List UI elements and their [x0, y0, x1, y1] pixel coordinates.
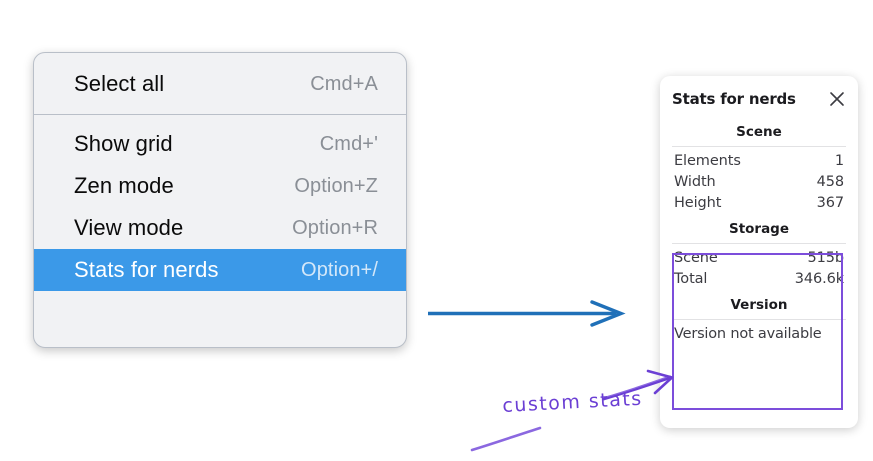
- version-value: Version not available: [674, 326, 822, 342]
- menu-item-label: Zen mode: [74, 173, 174, 198]
- menu-item-show-grid[interactable]: Show grid Cmd+': [34, 123, 406, 165]
- context-menu[interactable]: Select all Cmd+A Show grid Cmd+' Zen mod…: [33, 52, 407, 348]
- section-title-scene: Scene: [736, 124, 782, 140]
- stat-key: Elements: [674, 152, 741, 169]
- stat-value: 458: [816, 173, 844, 190]
- purple-underline-stroke: [470, 426, 542, 452]
- stat-value: 515b: [807, 249, 845, 266]
- menu-group-2: Show grid Cmd+' Zen mode Option+Z View m…: [34, 115, 406, 299]
- annotation-label-custom-stats: custom stats: [501, 387, 644, 417]
- stat-key: Scene: [674, 249, 718, 266]
- menu-item-label: Select all: [74, 71, 165, 96]
- menu-item-zen-mode[interactable]: Zen mode Option+Z: [34, 165, 406, 207]
- menu-item-label: Show grid: [74, 131, 173, 156]
- menu-item-select-all[interactable]: Select all Cmd+A: [34, 63, 406, 105]
- section-rule: [672, 319, 846, 320]
- menu-item-stats-for-nerds[interactable]: Stats for nerds Option+/: [34, 249, 406, 291]
- menu-divider: [34, 114, 406, 115]
- menu-group-1: Select all Cmd+A: [34, 53, 406, 114]
- panel-title: Stats for nerds: [672, 90, 796, 108]
- stat-value: 1: [834, 152, 844, 169]
- stats-for-nerds-panel[interactable]: Stats for nerds Scene Elements 1 Width 4…: [660, 76, 858, 428]
- menu-item-shortcut: Option+R: [292, 216, 378, 239]
- blue-arrow-icon: [428, 300, 626, 327]
- stat-key: Total: [674, 270, 708, 287]
- close-icon[interactable]: [828, 90, 846, 108]
- panel-header: Stats for nerds: [672, 76, 846, 116]
- menu-item-shortcut: Option+/: [301, 258, 378, 281]
- stat-value: 367: [816, 194, 844, 211]
- section-title-version: Version: [730, 297, 788, 313]
- menu-item-label: View mode: [74, 215, 184, 240]
- section-rule: [672, 243, 846, 244]
- stat-key: Width: [674, 173, 716, 190]
- section-title-storage: Storage: [728, 221, 790, 237]
- stat-row-width: Width 458: [672, 171, 846, 192]
- menu-item-shortcut: Cmd+A: [310, 72, 378, 95]
- stat-row-elements: Elements 1: [672, 150, 846, 171]
- stat-row-height: Height 367: [672, 192, 846, 213]
- menu-item-label: Stats for nerds: [74, 257, 219, 282]
- section-rule: [672, 146, 846, 147]
- menu-item-shortcut: Cmd+': [319, 132, 378, 155]
- stat-row-storage-total: Total 346.6k: [672, 268, 846, 289]
- menu-item-view-mode[interactable]: View mode Option+R: [34, 207, 406, 249]
- stat-key: Height: [674, 194, 722, 211]
- stat-value: 346.6k: [794, 270, 844, 287]
- menu-item-shortcut: Option+Z: [294, 174, 378, 197]
- stat-row-storage-scene: Scene 515b: [672, 247, 846, 268]
